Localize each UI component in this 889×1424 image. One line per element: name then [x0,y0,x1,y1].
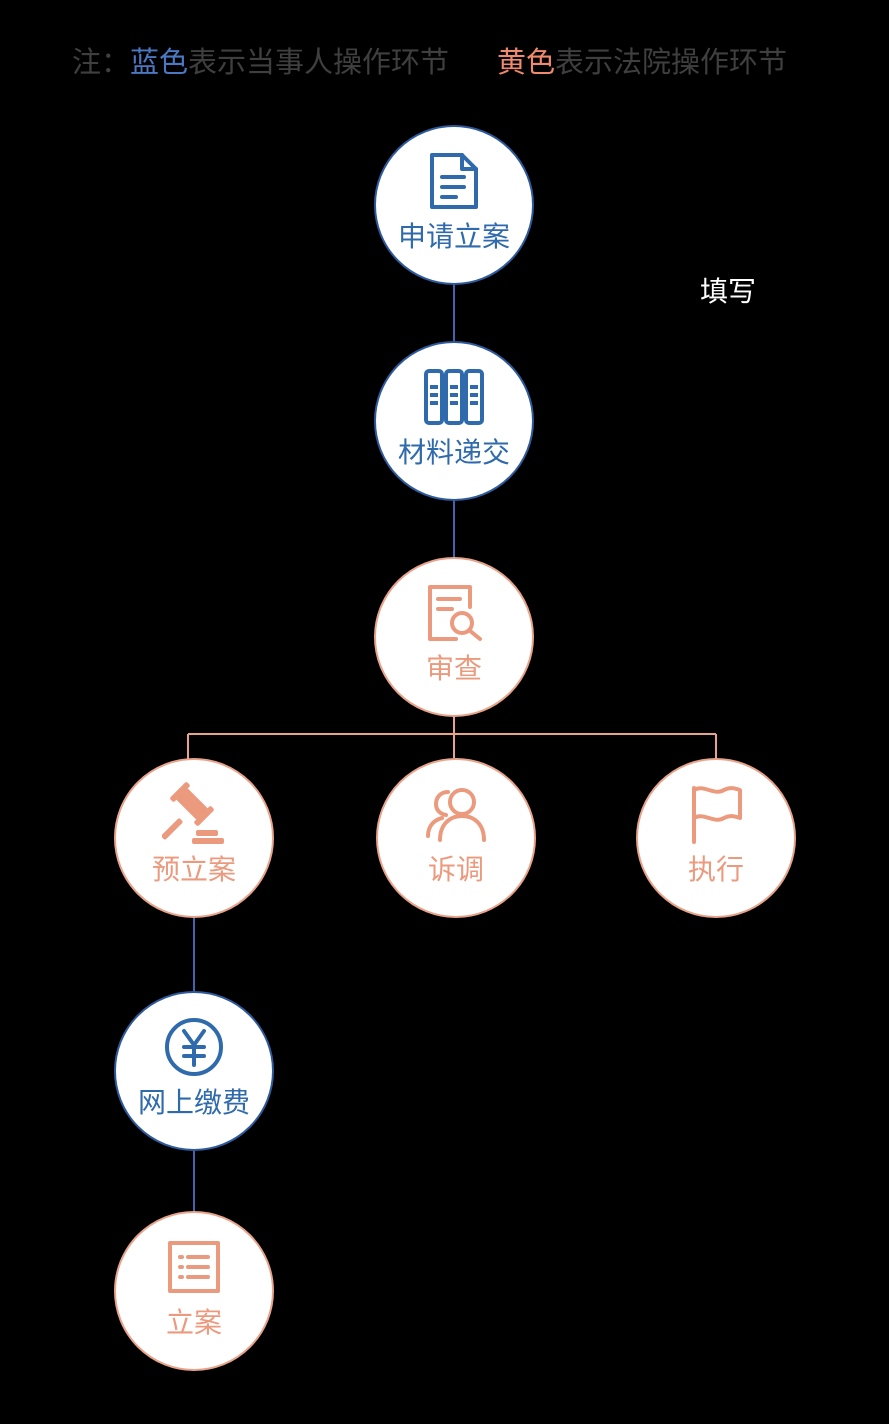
step-apply-node[interactable]: 申请立案 [374,125,534,285]
legend-blue-desc: 表示当事人操作环节 [188,45,450,79]
people-icon [424,782,488,846]
step-apply-label: 申请立案 [397,220,510,253]
document-search-icon [422,581,486,645]
step-mediation-node[interactable]: 诉调 [376,758,536,918]
legend-court: 黄色表示法院操作环节 [497,40,787,84]
gavel-icon [162,782,226,846]
step-filing-label: 立案 [165,1306,222,1339]
step-review-label: 审查 [425,652,482,685]
legend-blue-word: 蓝色 [130,45,189,79]
yuan-coin-icon [162,1015,226,1079]
step-payment-label: 网上缴费 [137,1086,250,1119]
step-review-node[interactable]: 审查 [374,557,534,717]
step-pre-filing-label: 预立案 [151,853,236,886]
step-submit-label: 材料递交 [397,436,510,469]
step-filing-node[interactable]: 立案 [114,1211,274,1371]
side-note: 填写 [700,275,757,308]
step-execution-label: 执行 [687,853,744,886]
step-execution-node[interactable]: 执行 [636,758,796,918]
legend-orange-word: 黄色 [497,45,556,79]
flag-icon [684,782,748,846]
legend-prefix: 注： [72,45,131,79]
list-icon [162,1235,226,1299]
step-mediation-label: 诉调 [427,853,484,886]
legend-orange-desc: 表示法院操作环节 [555,45,788,79]
step-submit-node[interactable]: 材料递交 [374,341,534,501]
document-icon [422,149,486,213]
step-payment-node[interactable]: 网上缴费 [114,991,274,1151]
step-pre-filing-node[interactable]: 预立案 [114,758,274,918]
legend-party: 注：蓝色表示当事人操作环节 [72,40,449,84]
legend: 注：蓝色表示当事人操作环节 黄色表示法院操作环节 [72,40,832,84]
binders-icon [422,365,486,429]
